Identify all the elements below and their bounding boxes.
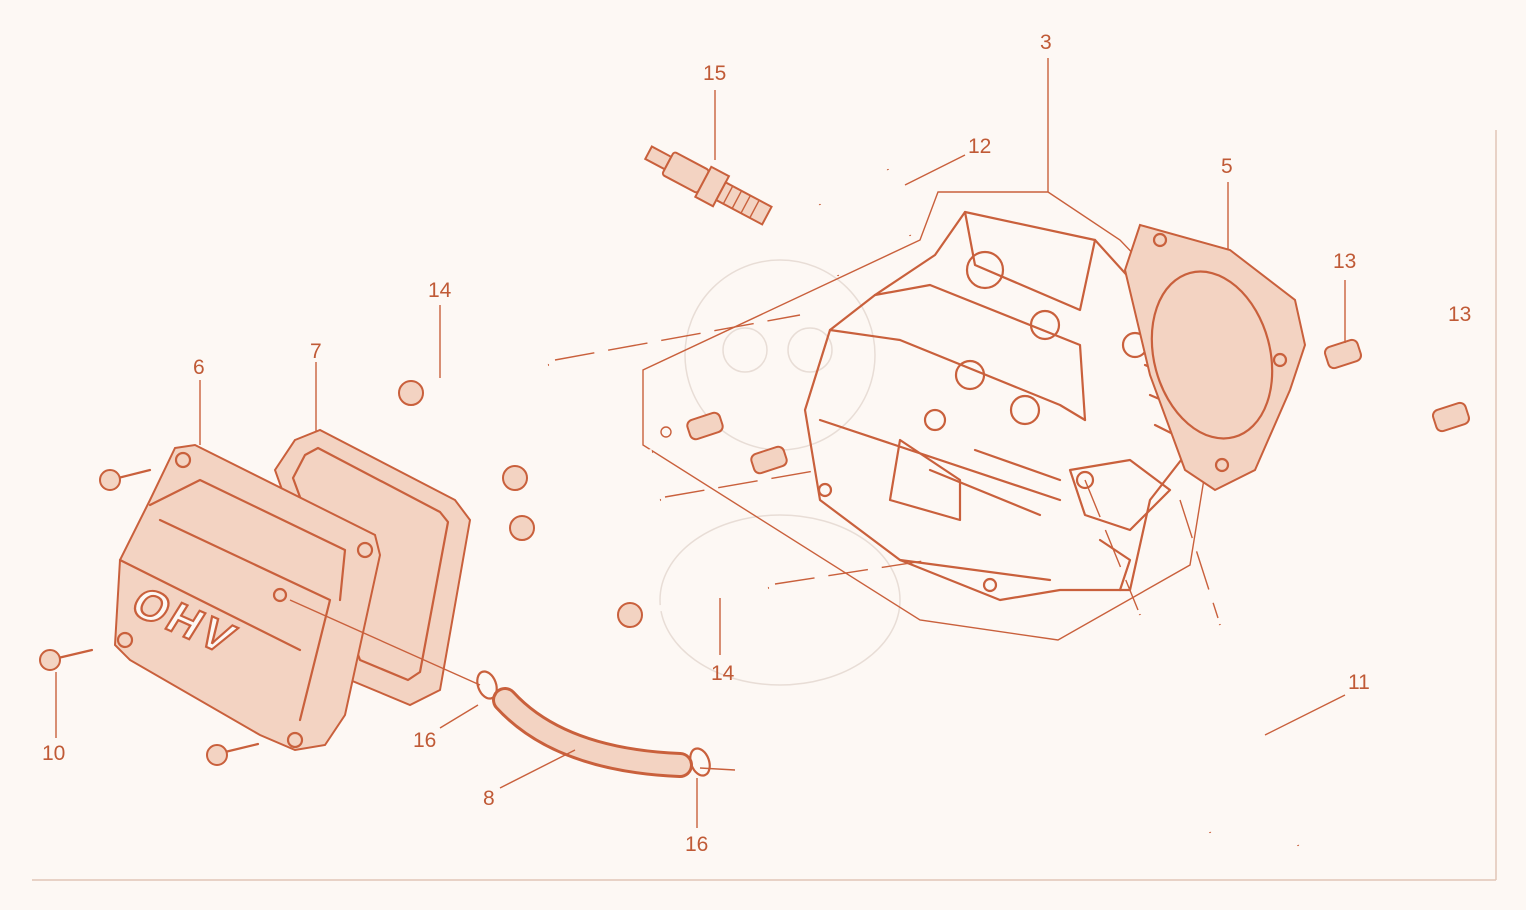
head-gasket xyxy=(1123,223,1307,492)
dowel-pin-c xyxy=(660,411,788,475)
label-part-5: 5 xyxy=(1221,155,1233,178)
label-part-14-b: 14 xyxy=(711,662,735,685)
label-part-13-b: 13 xyxy=(1448,303,1471,326)
watermark-mascot xyxy=(659,259,901,686)
hose-clamp-a xyxy=(476,670,498,700)
hose-clamp-b xyxy=(689,747,711,777)
leader-lines xyxy=(55,58,1346,828)
head-bolt-4 xyxy=(617,559,931,628)
long-stud-a xyxy=(1084,479,1213,834)
label-part-11: 11 xyxy=(1348,671,1370,694)
label-part-10: 10 xyxy=(42,742,65,765)
dowel-pin-a xyxy=(1323,338,1363,370)
label-part-14-a: 14 xyxy=(428,279,452,302)
head-bolt-3 xyxy=(509,469,821,541)
cover-bolt-2 xyxy=(39,648,94,671)
label-part-3: 3 xyxy=(1040,31,1052,54)
cover-bolt-3 xyxy=(206,742,260,766)
diagram-frame xyxy=(32,130,1497,881)
short-stud-a xyxy=(817,203,841,277)
label-part-6: 6 xyxy=(193,356,205,379)
label-part-13-a: 13 xyxy=(1333,250,1356,273)
label-part-15: 15 xyxy=(703,62,726,85)
dowel-pin-b xyxy=(1431,401,1471,433)
cylinder-head xyxy=(803,210,1192,602)
head-bolt-1 xyxy=(398,314,801,406)
cover-bolt-1 xyxy=(99,468,152,491)
breather-hose xyxy=(289,599,736,778)
long-stud-b xyxy=(1179,499,1301,847)
spark-plug xyxy=(643,145,773,226)
short-stud-b xyxy=(885,168,913,237)
label-part-12: 12 xyxy=(968,135,991,158)
label-part-16-b: 16 xyxy=(685,833,708,856)
head-bolt-2 xyxy=(502,449,654,491)
valve-cover: OHV xyxy=(113,443,382,752)
label-part-8: 8 xyxy=(483,787,495,810)
label-part-16-a: 16 xyxy=(413,729,436,752)
label-part-7: 7 xyxy=(310,340,322,363)
